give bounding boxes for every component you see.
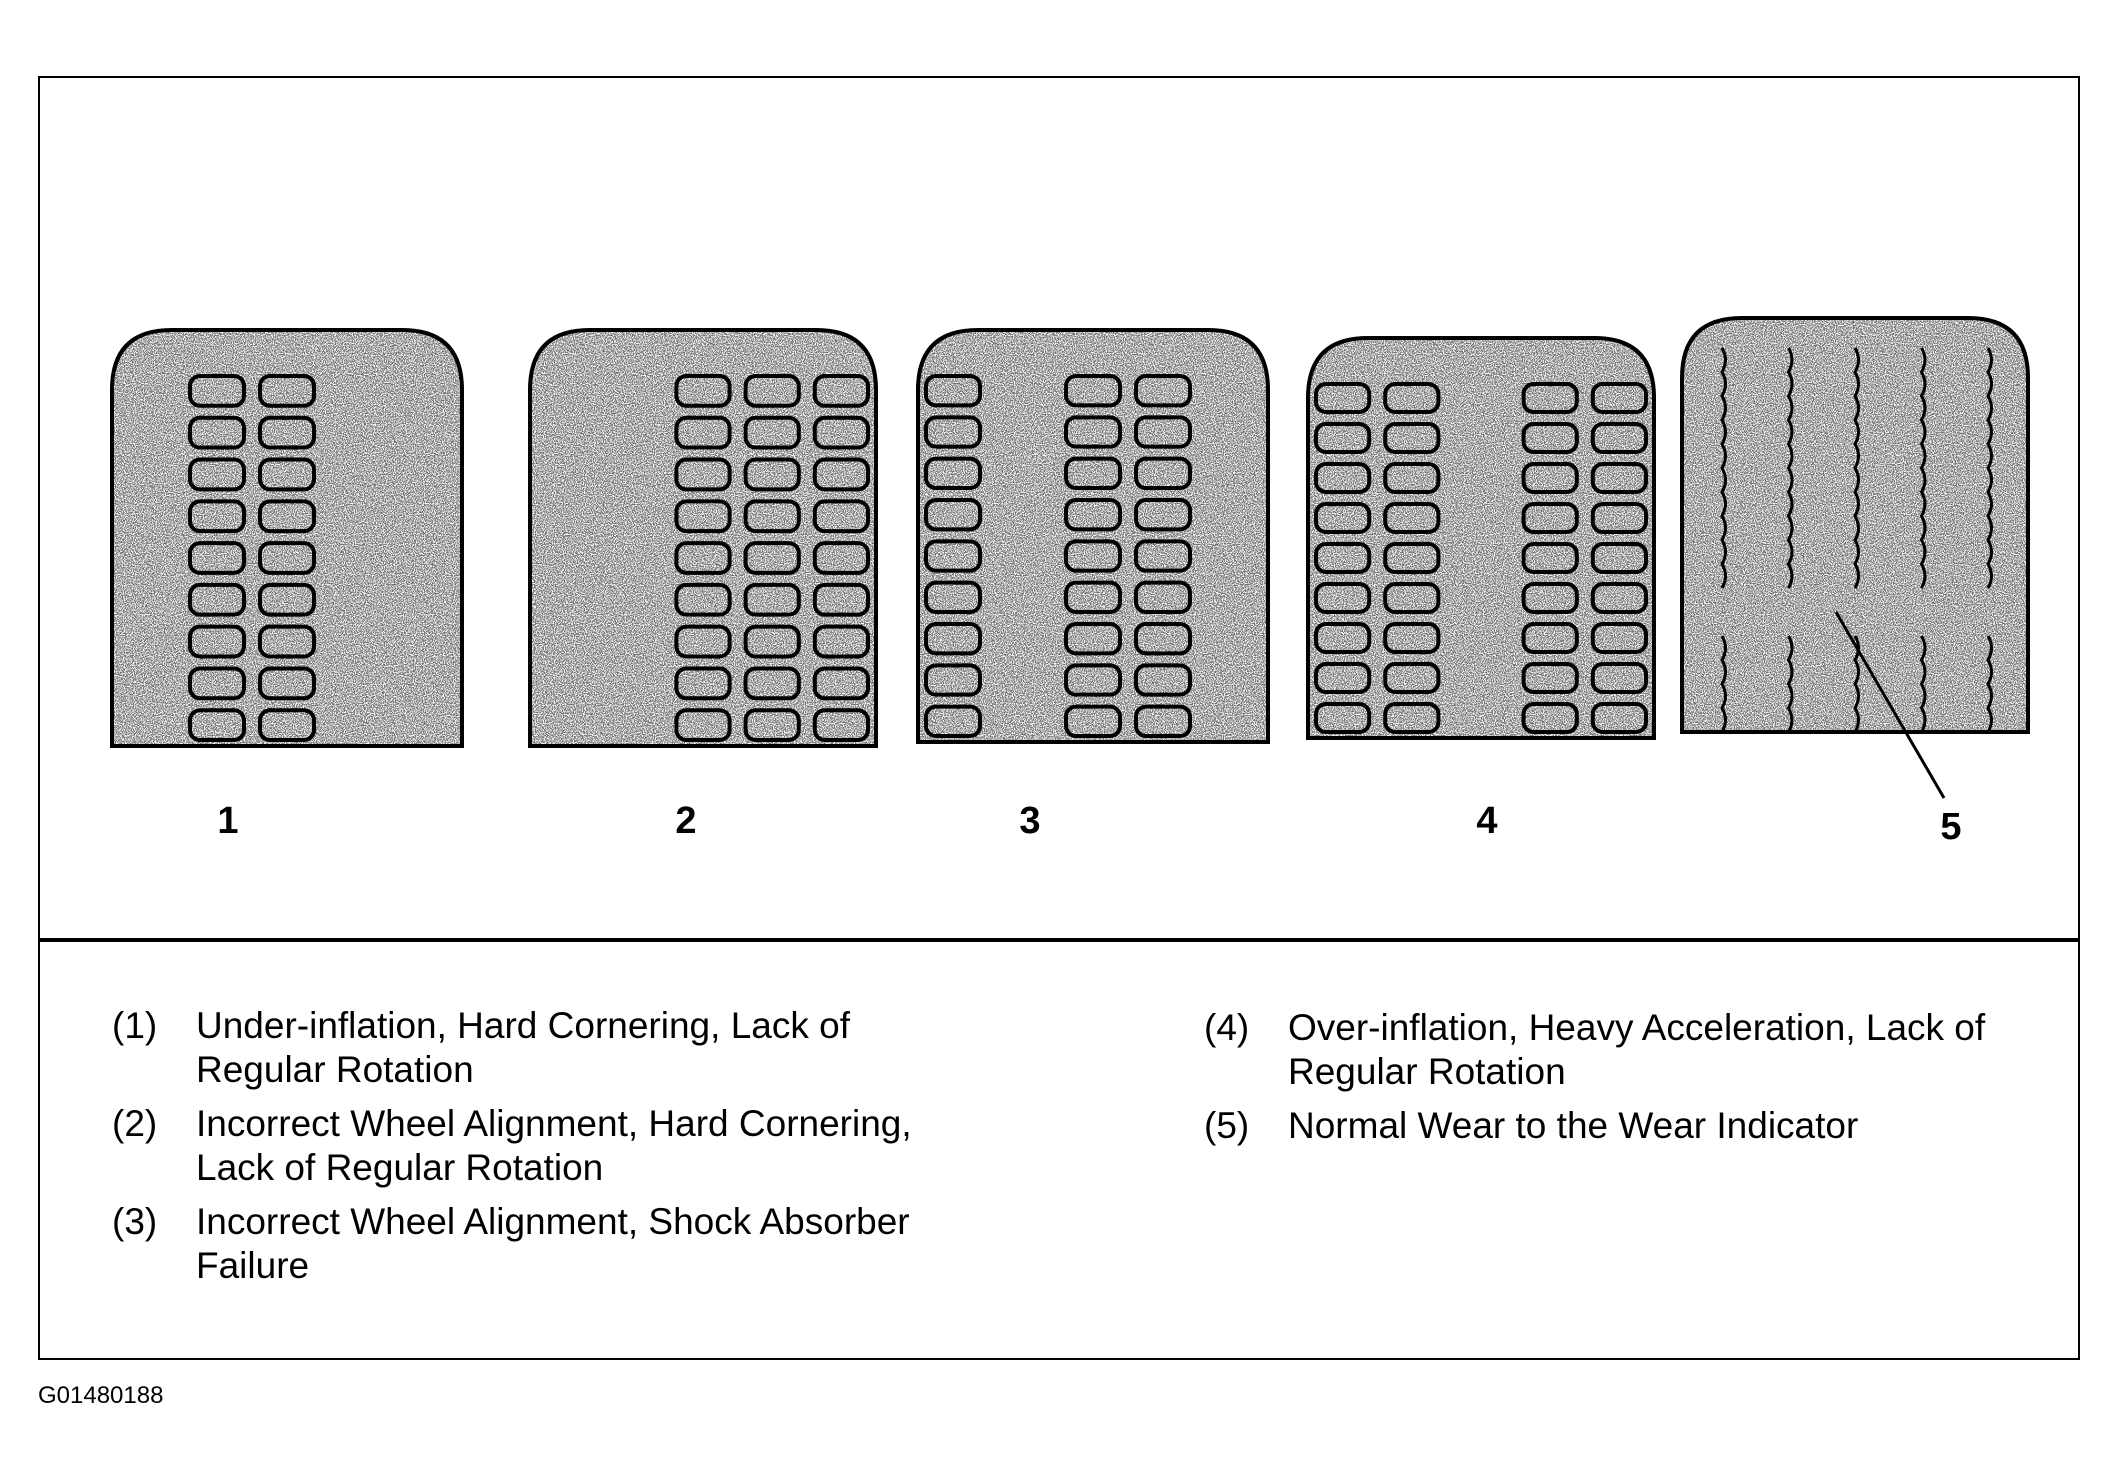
legend-left-column: (1) Under-inflation, Hard Cornering, Lac… [112,1004,1012,1298]
legend-number: (1) [112,1005,158,1046]
tire-number-1: 1 [217,800,239,842]
figure-id: G01480188 [38,1382,164,1409]
figure-frame [38,76,2080,1360]
legend-text: Normal Wear to the Wear Indicator [1288,1104,2074,1148]
wear-indicator-leader-line [1834,611,1946,799]
legend-divider [38,938,2080,942]
tire-tread-wear-indicator-icon [1680,316,2030,734]
legend-number: (3) [112,1201,158,1242]
legend-text: Under-inflation, Hard Cornering, Lack of… [196,1004,1012,1092]
legend-item-4: (4) Over-inflation, Heavy Acceleration, … [1204,1006,2074,1094]
legend-item-5: (5) Normal Wear to the Wear Indicator [1204,1104,2074,1148]
legend-line: Failure [196,1245,310,1286]
legend-text: Incorrect Wheel Alignment, Shock Absorbe… [196,1200,1012,1288]
tire-number-3: 3 [1019,800,1041,842]
tire-number-5: 5 [1940,806,1962,848]
legend-line: Regular Rotation [1288,1051,1566,1092]
legend-item-1: (1) Under-inflation, Hard Cornering, Lac… [112,1004,1012,1092]
legend-number: (2) [112,1103,158,1144]
tire-tread-underinflation-icon [110,328,464,748]
legend-line: Regular Rotation [196,1049,474,1090]
tire-tread-overinflation-icon [1306,336,1656,740]
legend-item-2: (2) Incorrect Wheel Alignment, Hard Corn… [112,1102,1012,1190]
legend-number: (5) [1204,1105,1250,1146]
legend-line: Lack of Regular Rotation [196,1147,604,1188]
legend-text: Over-inflation, Heavy Acceleration, Lack… [1288,1006,2074,1094]
legend-line: Over-inflation, Heavy Acceleration, Lack… [1288,1007,1986,1048]
legend-item-3: (3) Incorrect Wheel Alignment, Shock Abs… [112,1200,1012,1288]
legend-right-column: (4) Over-inflation, Heavy Acceleration, … [1204,1006,2074,1158]
legend-line: Incorrect Wheel Alignment, Hard Cornerin… [196,1103,912,1144]
legend-line: Under-inflation, Hard Cornering, Lack of [196,1005,850,1046]
legend-text: Incorrect Wheel Alignment, Hard Cornerin… [196,1102,1012,1190]
tire-tread-alignment-icon [528,328,878,748]
tire-number-4: 4 [1476,800,1498,842]
legend-number: (4) [1204,1007,1250,1048]
tire-number-2: 2 [675,800,697,842]
legend-line: Incorrect Wheel Alignment, Shock Absorbe… [196,1201,910,1242]
tire-tread-cupping-icon [916,328,1270,744]
legend-line: Normal Wear to the Wear Indicator [1288,1105,1859,1146]
